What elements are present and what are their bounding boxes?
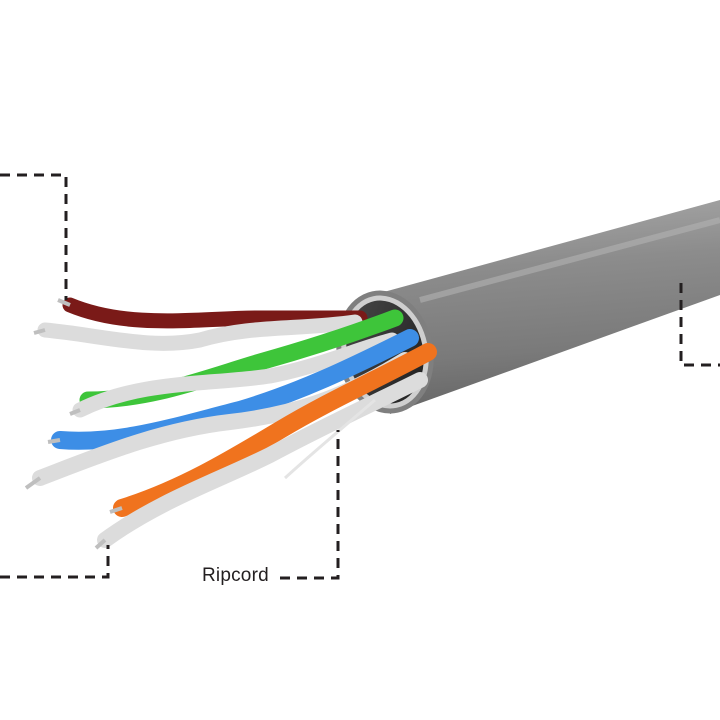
leader-line-ripcord bbox=[280, 430, 340, 580]
ripcord-label: Ripcord bbox=[202, 565, 269, 586]
ripcord-thread bbox=[283, 398, 376, 480]
leader-line-top-left bbox=[0, 173, 68, 300]
leader-line-jacket bbox=[679, 283, 720, 367]
leader-line-bottom-left bbox=[0, 545, 110, 579]
pair-brown bbox=[33, 297, 368, 351]
pair-green bbox=[69, 309, 404, 418]
leader-lines bbox=[0, 173, 720, 580]
